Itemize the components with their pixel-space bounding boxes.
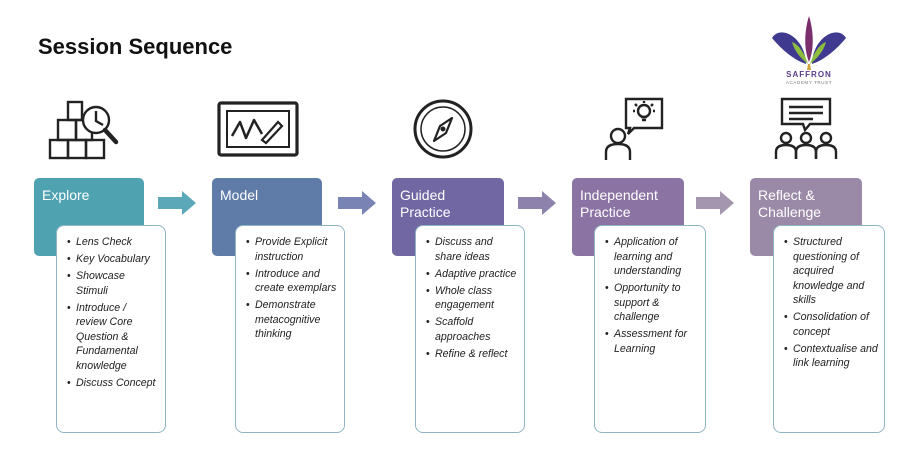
group-discussion-icon xyxy=(774,97,838,159)
card-independent-practice: Application of learning and understandin… xyxy=(594,225,706,433)
stage-label: Model xyxy=(220,187,259,203)
arrow-independent-to-reflect xyxy=(696,191,734,215)
list-item: Introduce and create exemplars xyxy=(246,267,338,296)
list-item: Assessment for Learning xyxy=(605,327,699,356)
list-item: Discuss Concept xyxy=(67,376,159,391)
arrow-model-to-guided xyxy=(338,191,376,215)
list-item: Showcase Stimuli xyxy=(67,269,159,298)
list-item: Scaffold approaches xyxy=(426,315,518,344)
list-item: Structured questioning of acquired knowl… xyxy=(784,235,878,308)
card-model: Provide Explicit instruction Introduce a… xyxy=(235,225,345,433)
stage-label: Guided Practice xyxy=(400,187,451,220)
card-explore: Lens Check Key Vocabulary Showcase Stimu… xyxy=(56,225,166,433)
list-item: Introduce / review Core Question & Funda… xyxy=(67,301,159,374)
stage-label: Reflect & Challenge xyxy=(758,187,822,220)
logo-name: SAFFRON xyxy=(786,70,832,79)
list-item: Demonstrate metacognitive thinking xyxy=(246,298,338,342)
list-item: Application of learning and understandin… xyxy=(605,235,699,279)
saffron-logo-icon xyxy=(772,16,846,71)
person-lightbulb-icon xyxy=(604,97,664,160)
list-item: Discuss and share ideas xyxy=(426,235,518,264)
page-title: Session Sequence xyxy=(38,34,233,59)
list-item: Whole class engagement xyxy=(426,284,518,313)
stage-label: Independent Practice xyxy=(580,187,658,220)
list-item: Provide Explicit instruction xyxy=(246,235,338,264)
arrow-guided-to-independent xyxy=(518,191,556,215)
compass-icon xyxy=(413,99,473,159)
list-item: Adaptive practice xyxy=(426,267,518,282)
arrow-shape xyxy=(158,191,196,215)
card-guided-practice: Discuss and share ideas Adaptive practic… xyxy=(415,225,525,433)
whiteboard-icon xyxy=(217,101,299,157)
logo-subtitle: ACADEMY TRUST xyxy=(785,80,833,85)
list-item: Key Vocabulary xyxy=(67,252,159,267)
boxes-magnifier-icon xyxy=(48,100,119,160)
card-reflect-challenge: Structured questioning of acquired knowl… xyxy=(773,225,885,433)
list-item: Opportunity to support & challenge xyxy=(605,281,699,325)
arrow-explore-to-model xyxy=(158,191,196,215)
list-item: Contextualise and link learning xyxy=(784,342,878,371)
stage-label: Explore xyxy=(42,187,90,203)
list-item: Refine & reflect xyxy=(426,347,518,362)
list-item: Lens Check xyxy=(67,235,159,250)
list-item: Consolidation of concept xyxy=(784,310,878,339)
